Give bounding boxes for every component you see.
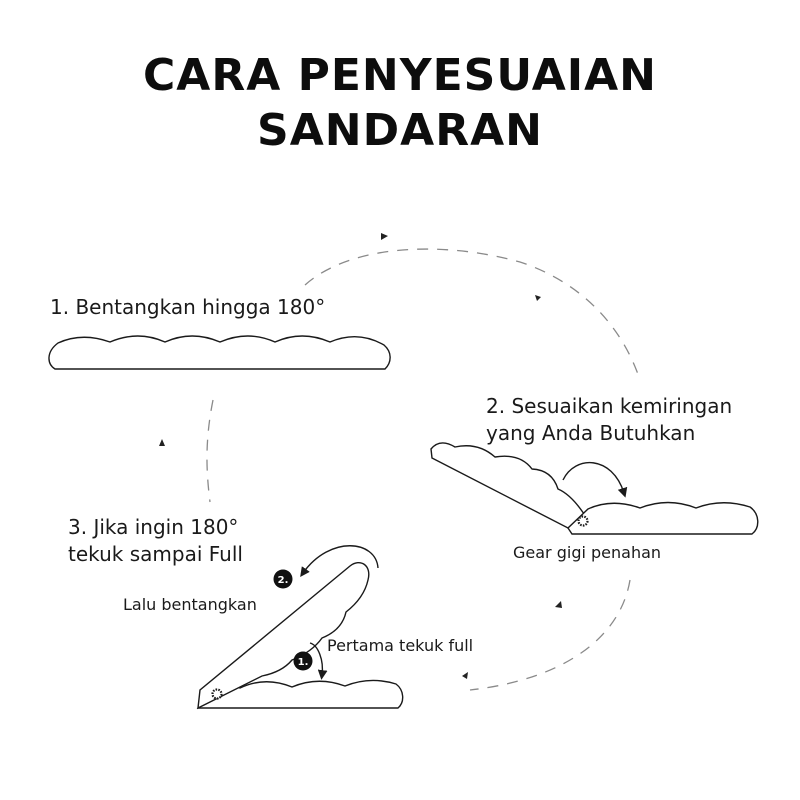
cycle-arc-right — [469, 579, 631, 691]
step-badge-1-label: 1. — [298, 657, 309, 668]
step-badge-2 — [273, 569, 293, 589]
cycle-arrow-left-icon — [159, 439, 165, 446]
backrest-folded — [197, 562, 370, 710]
cycle-arc-left — [206, 399, 214, 503]
cycle-arrow-right-icon — [535, 295, 541, 301]
cycle-arrow-bottom-icon — [462, 672, 468, 679]
unfold-arrow-icon — [300, 545, 379, 577]
gear-icon — [211, 688, 223, 700]
cycle-arrow-top-icon — [381, 233, 388, 240]
step-2-label-line-2: yang Anda Butuhkan — [486, 421, 696, 445]
tilt-arrow-icon — [562, 461, 628, 498]
step-3-label-line-2: tekuk sampai Full — [68, 542, 243, 566]
page-title-line-2: SANDARAN — [257, 105, 543, 156]
step-badge-2-label: 2. — [278, 575, 289, 586]
step-3-label-line-1: 3. Jika ingin 180° — [68, 515, 239, 539]
cushion-folded: 2. 1. — [196, 545, 404, 710]
cycle-arrow-lower-right-icon — [555, 601, 562, 608]
gear-annotation: Gear gigi penahan — [513, 543, 662, 562]
step-2-label-line-1: 2. Sesuaikan kemiringan — [486, 394, 733, 418]
fold-arrow-icon — [309, 642, 328, 680]
cycle-path — [206, 248, 641, 691]
first-fold-annotation: Pertama tekuk full — [327, 636, 474, 655]
seat-base-inclined — [567, 501, 759, 535]
gear-icon — [577, 515, 589, 527]
step-1-label: 1. Bentangkan hingga 180° — [50, 295, 326, 319]
cushion-flat — [48, 335, 391, 370]
then-unfold-annotation: Lalu bentangkan — [123, 595, 257, 614]
cycle-direction-arrows — [159, 233, 562, 679]
page-title-line-1: CARA PENYESUAIAN — [142, 50, 657, 101]
step-badge-1 — [293, 651, 313, 671]
backrest-inclined — [430, 442, 587, 529]
cycle-arc-top — [304, 248, 641, 381]
cushion-inclined — [430, 442, 759, 535]
